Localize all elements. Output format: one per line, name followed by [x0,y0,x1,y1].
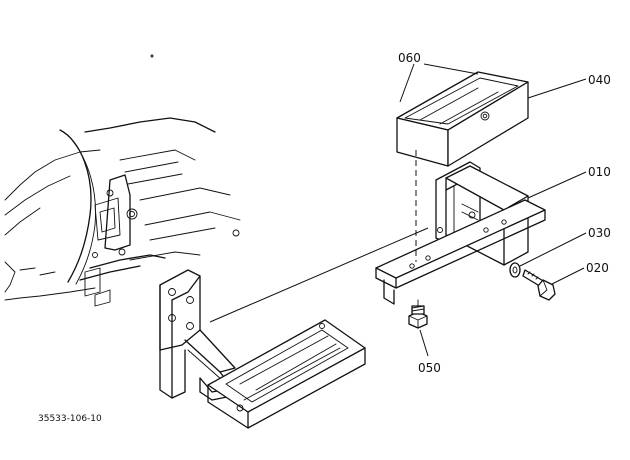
drawing-number: 35533-106-10 [38,414,102,424]
label-050: 050 [418,361,441,375]
leader-060-b [423,63,479,75]
leader-020 [551,267,585,285]
leader-040 [527,78,587,99]
part-010-support [375,161,546,305]
engine-housing [4,54,241,307]
leader-060-a [399,63,415,103]
label-010: 010 [588,165,611,179]
label-020: 020 [586,261,609,275]
part-040-box [396,71,529,167]
step-plate [207,319,366,429]
part-020-bolt [522,269,556,301]
leader-030 [519,232,587,267]
leader-050 [419,329,429,357]
label-030: 030 [588,226,611,240]
leader-010 [527,171,587,199]
assembly-line [209,227,429,323]
part-050-bolt [408,299,428,329]
label-060: 060 [398,51,421,65]
label-040: 040 [588,73,611,87]
part-030-washer [509,262,521,278]
